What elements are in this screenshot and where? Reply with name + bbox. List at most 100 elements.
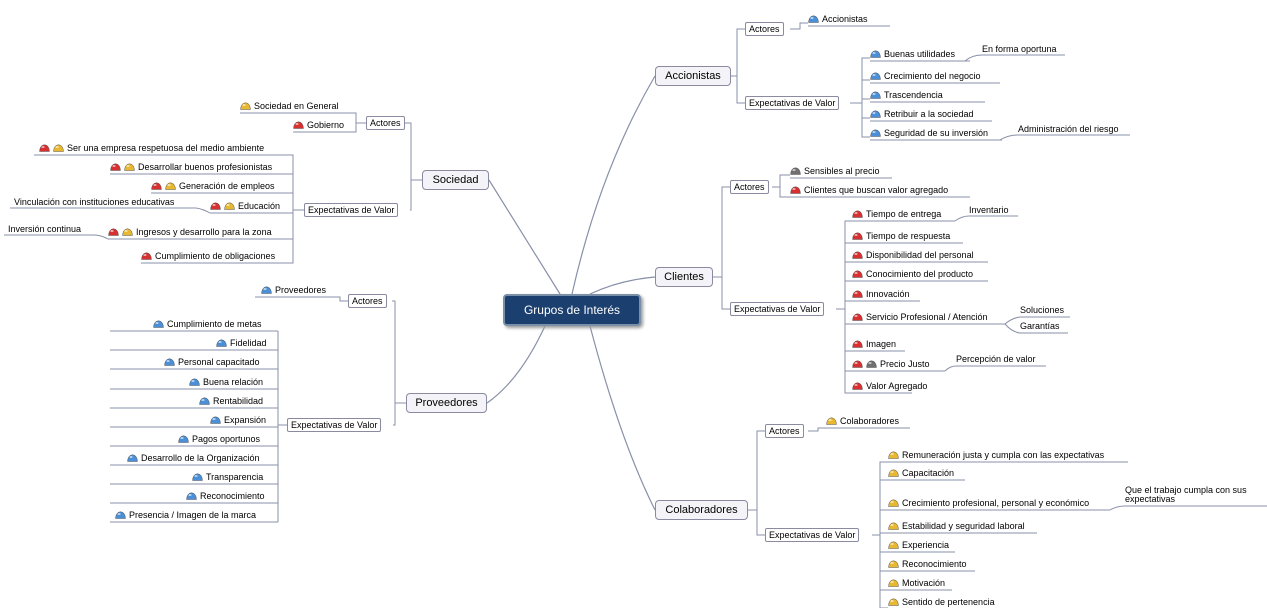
sociedad-exp-item[interactable]: Desarrollar buenos profesionistas	[110, 161, 272, 173]
accionistas-exp-item[interactable]: Seguridad de su inversión	[870, 127, 988, 139]
clientes-exp-item[interactable]: Tiempo de respuesta	[852, 230, 950, 242]
item-label: Precio Justo	[880, 359, 930, 369]
sociedad-exp-item[interactable]: Generación de empleos	[151, 180, 275, 192]
connector-line	[1004, 316, 1021, 325]
root-node[interactable]: Grupos de Interés	[503, 294, 641, 326]
clientes-exp-item[interactable]: Precio Justo	[852, 358, 930, 370]
clientes-exp-item[interactable]: Imagen	[852, 338, 896, 350]
sociedad-exp-item[interactable]: Educación	[210, 200, 280, 212]
proveedores-exp-item[interactable]: Fidelidad	[216, 337, 267, 349]
accionistas-exp-item[interactable]: Crecimiento del negocio	[870, 70, 981, 82]
topic-colaboradores[interactable]: Colaboradores	[655, 500, 748, 520]
clientes-sub-item[interactable]: Inventario	[969, 205, 1009, 215]
connector-line	[488, 179, 561, 295]
accionistas-actores-box[interactable]: Actores	[745, 22, 784, 36]
clientes-actor-item[interactable]: Sensibles al precio	[790, 165, 880, 177]
clientes-sub-item[interactable]: Garantías	[1020, 321, 1060, 331]
red-person-icon	[852, 289, 863, 298]
sociedad-exp-item[interactable]: Ser una empresa respetuosa del medio amb…	[39, 142, 264, 154]
yellow-person-icon	[165, 181, 176, 190]
connector-line	[589, 276, 656, 295]
blue-person-icon	[870, 71, 881, 80]
accionistas-exp-item[interactable]: Buenas utilidades	[870, 48, 955, 60]
clientes-exp-item[interactable]: Servicio Profesional / Atención	[852, 311, 988, 323]
connector-line	[964, 54, 983, 62]
connector-line	[879, 509, 888, 535]
yellow-person-icon	[224, 201, 235, 210]
clientes-sub-item[interactable]: Soluciones	[1020, 305, 1065, 315]
sociedad-exp-item[interactable]: Ingresos y desarrollo para la zona	[108, 226, 272, 238]
colaboradores-actor-item[interactable]: Colaboradores	[826, 415, 899, 427]
clientes-exp-item[interactable]: Conocimiento del producto	[852, 268, 973, 280]
item-label: Sentido de pertenencia	[902, 597, 995, 607]
colaboradores-exp-item[interactable]: Remuneración justa y cumpla con las expe…	[888, 449, 1104, 461]
accionistas-exp-item[interactable]: Trascendencia	[870, 89, 943, 101]
colaboradores-exp-item[interactable]: Experiencia	[888, 539, 949, 551]
sociedad-sub-item[interactable]: Vinculación con instituciones educativas	[14, 197, 175, 207]
accionistas-sub-item[interactable]: En forma oportuna	[982, 44, 1057, 54]
accionistas-exp-item[interactable]: Retribuir a la sociedad	[870, 108, 974, 120]
colaboradores-exp-item[interactable]: Motivación	[888, 577, 945, 589]
yellow-person-icon	[53, 143, 64, 152]
clientes-exp-item[interactable]: Innovación	[852, 288, 910, 300]
colaboradores-exp-item[interactable]: Estabilidad y seguridad laboral	[888, 520, 1025, 532]
connector-line	[844, 309, 852, 352]
item-label: Ingresos y desarrollo para la zona	[136, 227, 272, 237]
clientes-expectativas-box[interactable]: Expectativas de Valor	[730, 302, 825, 316]
clientes-exp-item[interactable]: Tiempo de entrega	[852, 208, 941, 220]
item-label: Presencia / Imagen de la marca	[129, 510, 257, 520]
proveedores-exp-item[interactable]: Desarrollo de la Organización	[127, 452, 260, 464]
accionistas-expectativas-box[interactable]: Expectativas de Valor	[745, 96, 840, 110]
red-person-icon	[852, 231, 863, 240]
yellow-person-icon	[888, 521, 899, 530]
colaboradores-exp-item[interactable]: Reconocimiento	[888, 558, 967, 570]
clientes-actores-box[interactable]: Actores	[730, 180, 769, 194]
sociedad-sub-item[interactable]: Inversión continua	[8, 224, 82, 234]
proveedores-exp-item[interactable]: Cumplimiento de metas	[153, 318, 262, 330]
clientes-exp-item[interactable]: Valor Agregado	[852, 380, 927, 392]
sociedad-actor-item[interactable]: Gobierno	[293, 119, 344, 131]
item-label: Capacitación	[902, 468, 955, 478]
proveedores-exp-item[interactable]: Buena relación	[189, 376, 263, 388]
proveedores-actor-item[interactable]: Proveedores	[261, 284, 326, 296]
proveedores-expectativas-box[interactable]: Expectativas de Valor	[287, 418, 382, 432]
yellow-person-icon	[888, 498, 899, 507]
topic-proveedores[interactable]: Proveedores	[406, 393, 487, 413]
colaboradores-sub-item[interactable]: Que el trabajo cumpla con sus expectativ…	[1125, 485, 1247, 504]
proveedores-exp-item[interactable]: Pagos oportunos	[178, 433, 260, 445]
proveedores-actores-box[interactable]: Actores	[348, 294, 387, 308]
connector-line	[879, 535, 888, 572]
topic-accionistas[interactable]: Accionistas	[655, 66, 731, 86]
proveedores-exp-item[interactable]: Reconocimiento	[186, 490, 265, 502]
proveedores-exp-item[interactable]: Rentabilidad	[199, 395, 263, 407]
clientes-actor-item[interactable]: Clientes que buscan valor agregado	[790, 184, 948, 196]
accionistas-actor-item[interactable]: Accionistas	[808, 13, 868, 25]
clientes-sub-item[interactable]: Percepción de valor	[956, 354, 1036, 364]
topic-clientes[interactable]: Clientes	[655, 267, 713, 287]
sociedad-actor-item[interactable]: Sociedad en General	[240, 100, 339, 112]
item-label: Remuneración justa y cumpla con las expe…	[902, 450, 1105, 460]
colaboradores-actores-box[interactable]: Actores	[765, 424, 804, 438]
sociedad-exp-item[interactable]: Cumplimiento de obligaciones	[141, 250, 275, 262]
colaboradores-exp-item[interactable]: Sentido de pertenencia	[888, 596, 995, 608]
proveedores-exp-item[interactable]: Presencia / Imagen de la marca	[115, 509, 256, 521]
blue-person-icon	[153, 319, 164, 328]
sociedad-expectativas-box[interactable]: Expectativas de Valor	[304, 203, 399, 217]
connector-line	[954, 215, 970, 222]
proveedores-exp-item[interactable]: Expansión	[210, 414, 266, 426]
yellow-person-icon	[888, 559, 899, 568]
colaboradores-exp-item[interactable]: Crecimiento profesional, personal y econ…	[888, 497, 1089, 509]
proveedores-exp-item[interactable]: Personal capacitado	[164, 356, 260, 368]
proveedores-exp-item[interactable]: Transparencia	[192, 471, 263, 483]
topic-sociedad[interactable]: Sociedad	[422, 170, 489, 190]
colaboradores-expectativas-box[interactable]: Expectativas de Valor	[765, 528, 860, 542]
colaboradores-exp-item[interactable]: Capacitación	[888, 467, 954, 479]
blue-person-icon	[870, 128, 881, 137]
item-label: Accionistas	[822, 14, 868, 24]
item-label: Innovación	[866, 289, 910, 299]
accionistas-sub-item[interactable]: Administración del riesgo	[1018, 124, 1119, 134]
sociedad-actores-box[interactable]: Actores	[366, 116, 405, 130]
clientes-exp-item[interactable]: Disponibilidad del personal	[852, 249, 974, 261]
